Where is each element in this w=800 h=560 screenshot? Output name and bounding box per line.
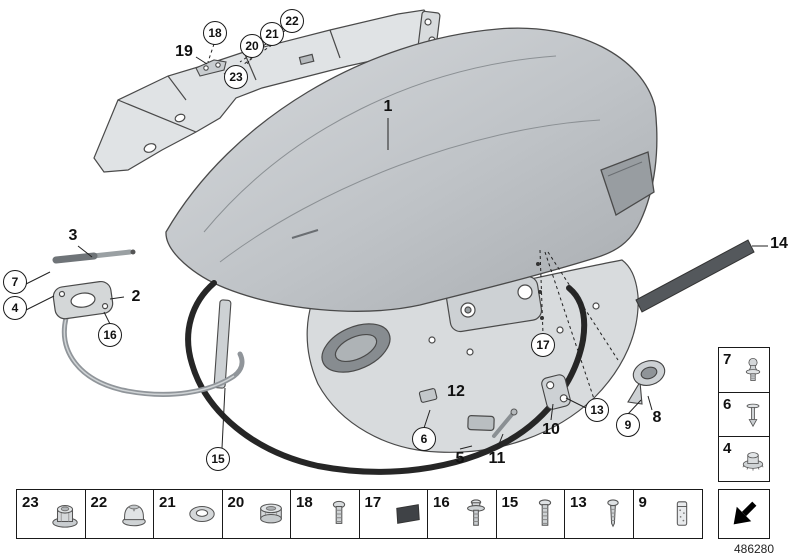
legend-item-4[interactable]: 4 (718, 436, 770, 482)
legend-item-22[interactable]: 22 (84, 489, 155, 539)
callout-4[interactable]: 4 (3, 296, 27, 320)
callout-23[interactable]: 23 (224, 65, 248, 89)
legend-item-number: 20 (227, 494, 245, 511)
callout-10[interactable]: 10 (542, 421, 560, 438)
foldout-arrow-box[interactable] (718, 489, 770, 539)
foldout-arrow-icon (726, 495, 762, 533)
legend-item-23[interactable]: 23 (16, 489, 86, 539)
plastic-nut-icon (119, 494, 149, 534)
leader-lines (25, 29, 768, 450)
callout-17[interactable]: 17 (531, 333, 555, 357)
grommet-part-8 (627, 360, 666, 405)
callout-9[interactable]: 9 (616, 413, 640, 437)
callout-1[interactable]: 1 (383, 98, 393, 115)
expansion-rivet-icon (741, 397, 765, 433)
legend-item-number: 9 (638, 494, 647, 511)
legend-item-number: 13 (570, 494, 587, 511)
tapping-screw-icon (598, 494, 628, 534)
adhesive-pad-icon (393, 494, 423, 534)
callout-6[interactable]: 6 (412, 427, 436, 451)
callout-22[interactable]: 22 (280, 9, 304, 33)
legend-item-17[interactable]: 17 (358, 489, 429, 539)
torsion-bar (62, 299, 245, 397)
legend-right-column: 7 6 4 (718, 347, 770, 482)
legend-item-6[interactable]: 6 (718, 391, 770, 438)
taillight-right (600, 151, 655, 216)
callout-16[interactable]: 16 (98, 323, 122, 347)
callout-15[interactable]: 15 (206, 447, 230, 471)
callout-21[interactable]: 21 (260, 22, 284, 46)
trunk-lid-outer-panel (165, 27, 658, 312)
callout-13[interactable]: 13 (585, 398, 609, 422)
callout-5[interactable]: 5 (455, 450, 465, 467)
screw-washer-icon (461, 494, 491, 534)
callout-14[interactable]: 14 (770, 235, 788, 252)
ball-stud-icon (741, 352, 765, 388)
legend-item-13[interactable]: 13 (564, 489, 634, 539)
legend-item-18[interactable]: 18 (290, 489, 360, 539)
flange-nut-icon (50, 494, 80, 534)
callout-2[interactable]: 2 (131, 288, 141, 305)
latch-cutout (467, 415, 495, 431)
trim-strip-14 (635, 239, 755, 313)
callout-11[interactable]: 11 (488, 450, 506, 467)
trunk-seal (185, 280, 588, 475)
legend-item-number: 15 (501, 494, 519, 511)
legend-item-16[interactable]: 16 (427, 489, 497, 539)
legend-item-21[interactable]: 21 (153, 489, 223, 539)
part-number: 486280 (733, 542, 775, 556)
gas-strut (52, 249, 136, 264)
legend-item-20[interactable]: 20 (221, 489, 292, 539)
legend-item-number: 18 (296, 494, 313, 511)
legend-item-number: 22 (90, 494, 108, 511)
sealant-stick-icon (667, 494, 697, 534)
washer-icon (187, 494, 217, 534)
rod-part-11 (492, 408, 518, 438)
legend-item-number: 4 (723, 440, 732, 457)
pan-screw-icon (324, 494, 354, 534)
legend-bottom-row: 23 22 21 20 18 17 16 15 13 9 (16, 489, 703, 539)
legend-item-15[interactable]: 15 (495, 489, 566, 539)
callout-18[interactable]: 18 (203, 21, 227, 45)
license-lamp-housing (52, 280, 114, 320)
legend-item-number: 16 (433, 494, 450, 511)
long-screw-icon (530, 494, 560, 534)
clip-part-12 (418, 388, 438, 403)
callout-7[interactable]: 7 (3, 270, 27, 294)
legend-item-number: 21 (159, 494, 176, 511)
legend-item-number: 7 (723, 351, 732, 368)
callout-3[interactable]: 3 (68, 227, 78, 244)
hinge-bracket (195, 59, 227, 77)
legend-item-7[interactable]: 7 (718, 347, 770, 393)
callout-8[interactable]: 8 (652, 409, 662, 426)
serrated-nut-icon (741, 441, 765, 477)
hex-nut-icon (256, 494, 286, 534)
callout-19[interactable]: 19 (175, 43, 193, 60)
legend-item-number: 6 (723, 395, 732, 413)
legend-item-number: 17 (364, 494, 382, 511)
legend-item-number: 23 (22, 494, 39, 511)
striker-plate-10 (541, 374, 571, 410)
legend-item-9[interactable]: 9 (632, 489, 703, 539)
callout-12[interactable]: 12 (447, 383, 465, 400)
